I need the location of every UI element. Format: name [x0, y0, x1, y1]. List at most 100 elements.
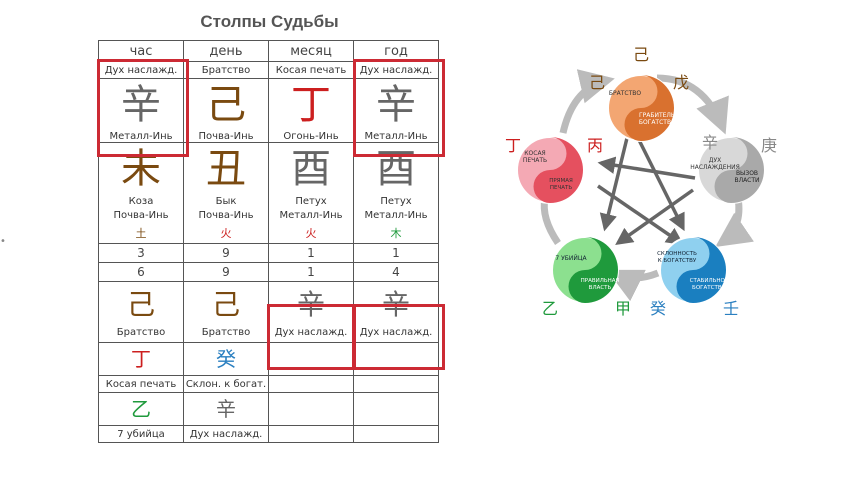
- branch-elemchar-year: 木: [390, 227, 402, 240]
- pillars-table: час день месяц год Дух наслажд. Братство…: [98, 40, 439, 443]
- hidden-row-3-gods: 7 убийца Дух наслажд.: [98, 425, 439, 443]
- branch-animal-year: Петух: [380, 196, 412, 207]
- stem-element-year: Металл-Инь: [364, 131, 428, 142]
- highlight-year-hidden: [353, 304, 445, 370]
- metal-line1a: ДУХ: [709, 157, 721, 164]
- num1-hour: 3: [98, 243, 184, 263]
- control-arrows: [597, 137, 696, 246]
- num2-month: 1: [268, 262, 354, 282]
- fire-line2a: ПРЯМАЯ: [549, 178, 573, 184]
- hidden3-char-cell-day: 辛: [183, 392, 269, 426]
- fire-stem-yin: 丁: [505, 136, 521, 155]
- fire-line2b: ПЕЧАТЬ: [550, 185, 573, 191]
- node-earth: БРАТСТВО ГРАБИТЕЛЬ БОГАТСТВА 己 己 戊: [589, 45, 689, 142]
- earth-line1: БРАТСТВО: [609, 90, 641, 97]
- num1-month: 1: [268, 243, 354, 263]
- hidden3-god-hour: 7 убийца: [98, 425, 184, 443]
- earth-line2b: БОГАТСТВА: [639, 119, 676, 126]
- hidden2-char-hour: 丁: [131, 347, 151, 371]
- empty-month-2: [268, 375, 354, 393]
- hidden1-char-hour: 己: [126, 287, 155, 321]
- wood-stem-yang: 甲: [615, 299, 631, 318]
- fire-line1a: КОСАЯ: [524, 150, 545, 157]
- branch-animal-hour: Коза: [128, 196, 154, 207]
- hidden-row-2-chars: 丁 癸: [98, 342, 439, 376]
- num-row-2: 6 9 1 4: [98, 262, 439, 282]
- empty-month-4: [268, 425, 354, 443]
- metal-stem-yang: 庚: [761, 136, 777, 155]
- node-fire: КОСАЯ ПЕЧАТЬ ПРЯМАЯ ПЕЧАТЬ 丁 丙: [505, 136, 603, 204]
- highlight-year-stem: [353, 59, 445, 157]
- hidden3-char-day: 辛: [216, 397, 236, 421]
- wood-line2a: ПРАВИЛЬНАЯ: [581, 278, 620, 284]
- hidden2-char-day: 癸: [216, 347, 236, 371]
- highlight-month-hidden: [267, 304, 355, 370]
- stems-row: 辛 Металл-Инь 己 Почва-Инь 丁 Огонь-Инь 辛 М…: [98, 78, 439, 143]
- branch-cell-hour: 未 Коза Почва-Инь 土: [98, 142, 184, 244]
- water-line1b: К БОГАТСТВУ: [658, 258, 697, 264]
- stem-char-year: 辛: [376, 82, 416, 128]
- hidden3-char-cell-hour: 乙: [98, 392, 184, 426]
- god-month: Косая печать: [268, 61, 354, 79]
- table-title: Столпы Судьбы: [200, 12, 339, 31]
- hidden3-god-day: Дух наслажд.: [183, 425, 269, 443]
- god-day: Братство: [183, 61, 269, 79]
- num-row-1: 3 9 1 1: [98, 243, 439, 263]
- branch-char-month: 酉: [291, 146, 331, 192]
- stem-char-day: 己: [206, 82, 246, 128]
- empty-year-4: [353, 425, 439, 443]
- earth-line2a: ГРАБИТЕЛЬ: [639, 112, 675, 119]
- hidden1-god-hour: Братство: [116, 326, 166, 338]
- water-line2b: БОГАТСТВО: [692, 285, 727, 291]
- stem-element-month: Огонь-Инь: [283, 131, 339, 142]
- num1-year: 1: [353, 243, 439, 263]
- num2-hour: 6: [98, 262, 184, 282]
- hidden-row-2-gods: Косая печать Склон. к богат.: [98, 375, 439, 393]
- earth-stem-yang: 戊: [673, 73, 689, 92]
- edge-mark: •: [0, 236, 6, 247]
- branch-element-hour: Почва-Инь: [113, 210, 169, 221]
- branch-elemchar-day: 火: [220, 227, 232, 240]
- hidden2-char-cell-day: 癸: [183, 342, 269, 376]
- water-stem-yang: 壬: [723, 299, 739, 318]
- fire-line1b: ПЕЧАТЬ: [523, 157, 547, 164]
- hidden2-god-day: Склон. к богат.: [183, 375, 269, 393]
- wood-line2b: ВЛАСТЬ: [589, 285, 612, 291]
- metal-line2a: ВЫЗОВ: [736, 170, 758, 177]
- branch-cell-month: 酉 Петух Металл-Инь 火: [268, 142, 354, 244]
- fire-stem-yang: 丙: [587, 136, 603, 155]
- hidden1-hour: 己 Братство: [98, 281, 184, 343]
- hidden1-god-month: Дух наслажд.: [274, 326, 348, 338]
- highlight-hour-stem: [97, 59, 189, 157]
- stem-cell-day: 己 Почва-Инь: [183, 78, 269, 143]
- earth-stem-yin-2: 己: [589, 73, 605, 92]
- branch-animal-day: Бык: [215, 196, 237, 207]
- col-header-month: месяц: [268, 40, 354, 62]
- earth-stem-yin: 己: [633, 45, 649, 64]
- branch-animal-month: Петух: [295, 196, 327, 207]
- wood-stem-yin: 乙: [542, 299, 558, 318]
- stem-char-hour: 辛: [121, 82, 161, 128]
- empty-year-2: [353, 375, 439, 393]
- branches-row: 未 Коза Почва-Инь 土 丑 Бык Почва-Инь 火 酉 П…: [98, 142, 439, 244]
- hidden1-day: 己 Братство: [183, 281, 269, 343]
- branch-char-day: 丑: [206, 146, 246, 192]
- empty-month-3: [268, 392, 354, 426]
- water-line1a: СКЛОННОСТЬ: [657, 251, 697, 257]
- branch-elemchar-month: 火: [305, 227, 317, 240]
- hidden-row-3-chars: 乙 辛: [98, 392, 439, 426]
- hidden2-god-hour: Косая печать: [98, 375, 184, 393]
- hidden3-char-hour: 乙: [131, 397, 151, 421]
- empty-month-1: [268, 342, 354, 376]
- empty-year-3: [353, 392, 439, 426]
- num2-year: 4: [353, 262, 439, 282]
- num1-day: 9: [183, 243, 269, 263]
- stem-cell-hour: 辛 Металл-Инь: [98, 78, 184, 143]
- node-wood: 7 УБИЙЦА ПРАВИЛЬНАЯ ВЛАСТЬ 乙 甲: [542, 236, 631, 318]
- water-line2a: СТАБИЛЬНОЕ: [690, 278, 729, 284]
- stem-char-month: 丁: [291, 82, 331, 128]
- col-header-day: день: [183, 40, 269, 62]
- branch-element-year: Металл-Инь: [364, 210, 428, 221]
- metal-line2b: ВЛАСТИ: [734, 177, 759, 184]
- branch-cell-day: 丑 Бык Почва-Инь 火: [183, 142, 269, 244]
